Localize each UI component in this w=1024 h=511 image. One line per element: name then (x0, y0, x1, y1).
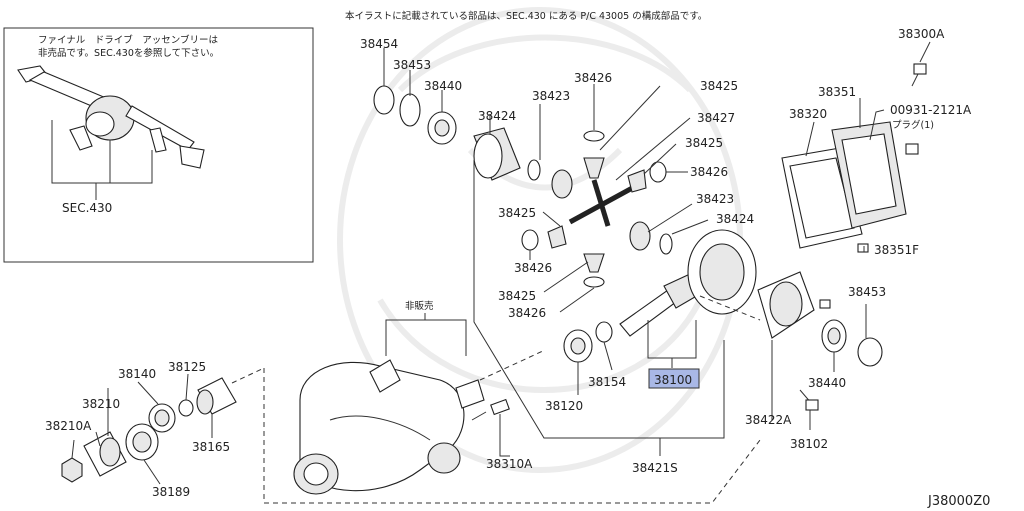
filler-plug-38351F (857, 243, 869, 253)
pinion-nut-38210A (61, 457, 83, 483)
label-38310A: 38310A (486, 457, 533, 471)
pinion-flange-group (61, 367, 265, 483)
label-38426b: 38426 (690, 165, 728, 179)
diagram-code: J38000Z0 (927, 494, 990, 509)
label-38425b: 38425 (685, 136, 723, 150)
drive-pinion-38100 (619, 273, 701, 337)
ring-gear (687, 229, 757, 315)
pinion-washer-38426d (583, 276, 605, 288)
rear-cover-38351 (831, 121, 907, 229)
label-38425d: 38425 (498, 289, 536, 303)
label-38102: 38102 (790, 437, 828, 451)
label-38427: 38427 (697, 111, 735, 125)
label-38300A: 38300A (898, 27, 945, 41)
label-00931-2121A: 00931-2121A (890, 103, 972, 117)
bolt-38102 (799, 389, 819, 411)
inset-note-line1: ファイナル ドライブ アッセンブリーは (38, 34, 219, 46)
not-for-sale-label: 非販売 (405, 300, 434, 312)
label-38210: 38210 (82, 397, 120, 411)
label-38426a: 38426 (574, 71, 612, 85)
label-38423b: 38423 (696, 192, 734, 206)
bolt-38310A (471, 398, 510, 457)
pinion-mate-38425b (627, 169, 647, 193)
pinion-shaft-38427 (568, 179, 638, 227)
drain-plug-00931 (905, 143, 919, 155)
spacer-38125 (178, 399, 194, 417)
side-gear-38423b (629, 221, 651, 251)
bearing-38120 (563, 329, 593, 363)
thrust-washer-38423a (527, 159, 541, 181)
label-38453b: 38453 (848, 285, 886, 299)
inset-sec-label: SEC.430 (62, 201, 112, 215)
label-38426d: 38426 (508, 306, 546, 320)
inset-note-line2: 非売品です。SEC.430を参照して下さい。 (38, 47, 219, 59)
label-38100: 38100 (654, 373, 692, 387)
bearing-cap (455, 379, 485, 409)
carrier-housing (293, 359, 485, 495)
bolt-38351-small (819, 299, 831, 309)
axle-assembly-illustration (17, 65, 205, 169)
label-38140: 38140 (118, 367, 156, 381)
label-38210A: 38210A (45, 419, 92, 433)
shim-38453a (399, 93, 421, 127)
diff-case-38422A (757, 271, 815, 339)
label-38440a: 38440 (424, 79, 462, 93)
label-38189: 38189 (152, 485, 190, 499)
diff-case-38424 (473, 127, 521, 181)
label-38453a: 38453 (393, 58, 431, 72)
label-38125: 38125 (168, 360, 206, 374)
label-38421S: 38421S (632, 461, 678, 475)
side-seal-38454 (373, 85, 395, 115)
label-38426c: 38426 (514, 261, 552, 275)
label-38422A: 38422A (745, 413, 792, 427)
pinion-washer-38426a (583, 130, 605, 142)
label-38154: 38154 (588, 375, 626, 389)
pinion-mate-38425a (583, 157, 605, 179)
label-38425c: 38425 (498, 206, 536, 220)
label-38440b: 38440 (808, 376, 846, 390)
label-38424a: 38424 (478, 109, 516, 123)
label-38423a: 38423 (532, 89, 570, 103)
pinion-mate-38425d (583, 253, 605, 273)
label-38454: 38454 (360, 37, 398, 51)
label-38165: 38165 (192, 440, 230, 454)
label-38351: 38351 (818, 85, 856, 99)
label-38120: 38120 (545, 399, 583, 413)
label-38320: 38320 (789, 107, 827, 121)
pinion-washer-38426c (521, 229, 539, 251)
washer-38154 (595, 321, 613, 343)
label-38351F: 38351F (874, 243, 919, 257)
cover-bolt-38300A (911, 63, 927, 87)
inset-box: ファイナル ドライブ アッセンブリーは 非売品です。SEC.430を参照して下さ… (3, 27, 314, 263)
header-note: 本イラストに記載されている部品は、SEC.430 にある P/C 43005 の… (345, 10, 707, 22)
pinion-washer-38426b (649, 161, 667, 183)
shim-38453b (857, 337, 883, 367)
thrust-washer-38424b (659, 233, 673, 255)
label-38424b: 38424 (716, 212, 754, 226)
label-38425a: 38425 (700, 79, 738, 93)
plug-label: プラグ(1) (892, 119, 934, 131)
side-gear-38423a (551, 169, 573, 199)
highlighted-part-box-38100 (648, 368, 700, 389)
pinion-mate-38425c (547, 225, 567, 249)
